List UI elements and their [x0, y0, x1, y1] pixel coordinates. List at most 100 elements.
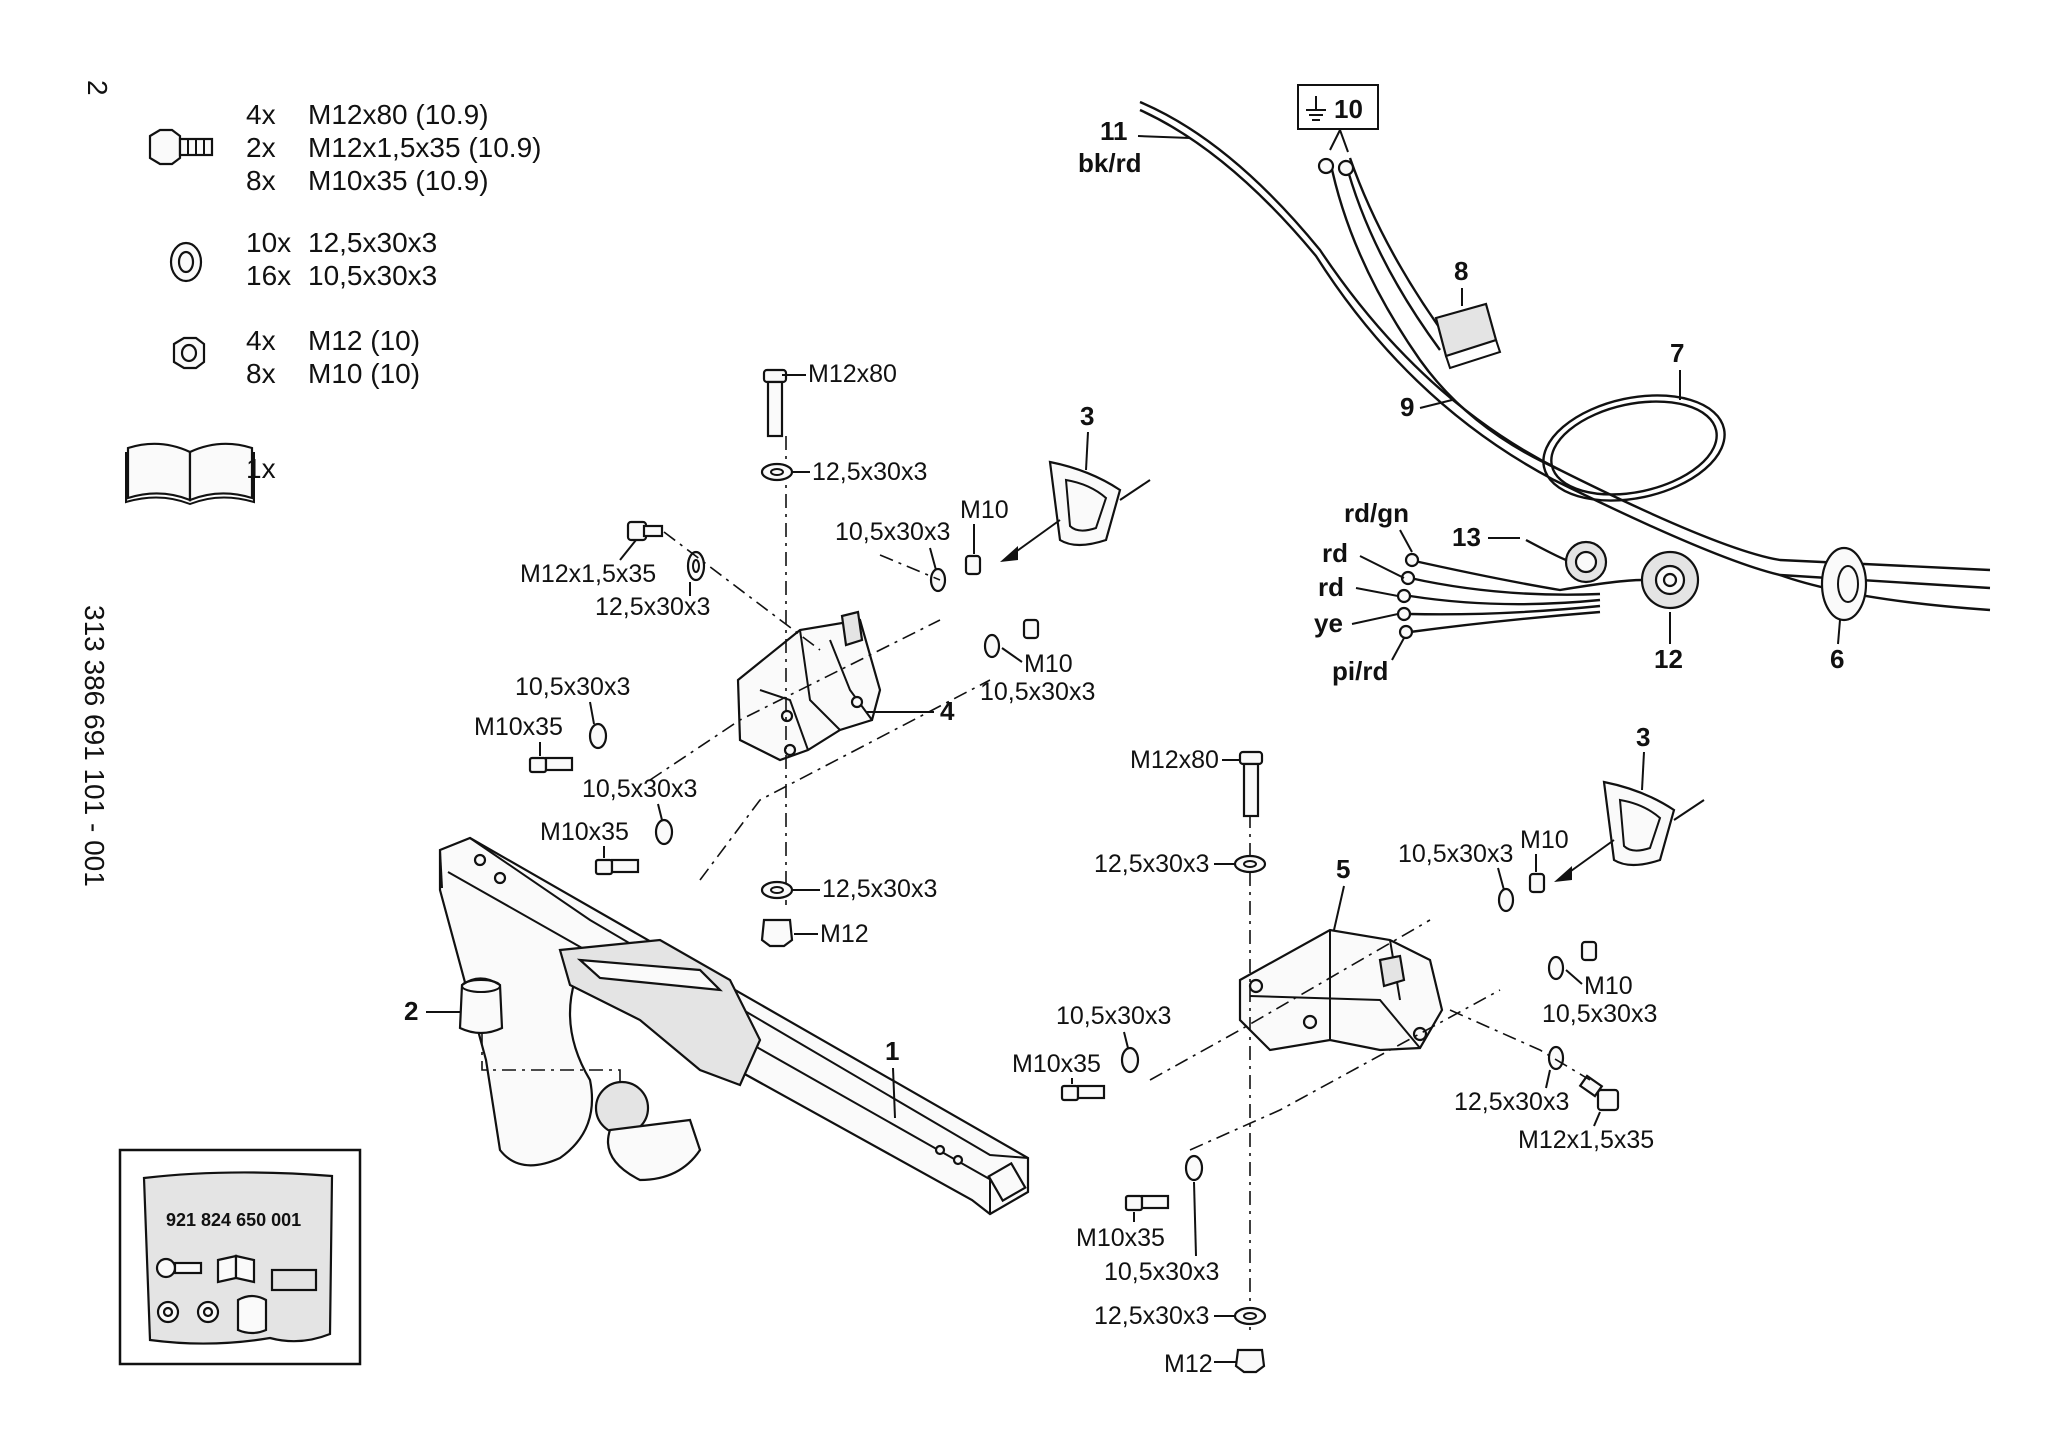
parts-bag-bolt-icon: [155, 1257, 203, 1279]
kit-nut-spec-2: M10 (10): [308, 358, 420, 389]
left-bolt-m12x80: [762, 368, 788, 438]
callout-3-right: 3: [1636, 722, 1650, 752]
right-bolt-m12x15x35: [1578, 1074, 1620, 1112]
kit-bolt-qty-2: 2x: [246, 132, 276, 163]
callout-5: 5: [1336, 854, 1350, 884]
page-number: 2: [82, 80, 113, 96]
callout-13: 13: [1452, 522, 1481, 552]
ground-icon: [1306, 96, 1326, 121]
wire-color-pird: pi/rd: [1332, 656, 1388, 686]
left-label-washer-bottom: 12,5x30x3: [822, 875, 937, 903]
tow-ball-cap: [458, 977, 504, 1035]
left-label-washer-r1: 10,5x30x3: [835, 518, 950, 546]
parts-bag-sticker-icon: [270, 1268, 318, 1292]
left-washer-bottom: [760, 880, 794, 900]
left-washer-top: [760, 462, 794, 482]
kit-bolt-spec-1: M12x80 (10.9): [308, 99, 489, 130]
right-label-washer-l2: 10,5x30x3: [1104, 1258, 1219, 1286]
kit-bolt-qty-3: 8x: [246, 165, 276, 196]
loose-wire-ends: [1396, 552, 1643, 640]
right-label-washer-bottom: 12,5x30x3: [1094, 1302, 1209, 1330]
callout-2: 2: [404, 996, 418, 1026]
left-label-m10-r2: M10: [1024, 650, 1073, 678]
kit-nut-qty-1: 4x: [246, 325, 276, 356]
left-washer-side: [686, 550, 706, 582]
left-label-washer-r2: 10,5x30x3: [980, 678, 1095, 706]
callout-1: 1: [885, 1036, 899, 1066]
callout-12: 12: [1654, 644, 1683, 674]
right-nut-r2: [1580, 940, 1598, 962]
left-washer-l2: [654, 818, 674, 846]
kit-bolt-qty-1: 4x: [246, 99, 276, 130]
wire-color-rd-2: rd: [1318, 572, 1344, 602]
right-label-m10x35-2: M10x35: [1076, 1224, 1165, 1252]
document-number: 313 386 691 101 - 001: [79, 605, 110, 887]
callout-6: 6: [1830, 644, 1844, 674]
callout-11: 11: [1100, 116, 1128, 146]
left-bolt-m10x35-1: [528, 756, 574, 774]
right-label-m12x80: M12x80: [1130, 746, 1219, 774]
callout-7: 7: [1670, 338, 1684, 368]
callout-4: 4: [940, 696, 955, 726]
multi-pin-connector: [1434, 302, 1502, 370]
left-label-m10x35-2: M10x35: [540, 818, 629, 846]
left-label-m12x80: M12x80: [808, 360, 897, 388]
kit-manual-book-icon: [125, 442, 255, 506]
right-label-m10x35-1: M10x35: [1012, 1050, 1101, 1078]
cable-gasket-top: [1000, 460, 1151, 562]
kit-washer-spec-1: 12,5x30x3: [308, 227, 437, 258]
right-washer-r1: [1497, 887, 1515, 913]
left-washer-r2: [983, 633, 1001, 659]
right-label-m10-r1: M10: [1520, 826, 1569, 854]
kit-washer-icon: [169, 241, 203, 283]
parts-bag-cap-icon: [236, 1294, 268, 1335]
left-label-washer-top: 12,5x30x3: [812, 458, 927, 486]
wire-color-bkrd: bk/rd: [1078, 148, 1142, 178]
left-label-washer-side: 12,5x30x3: [595, 593, 710, 621]
kit-bolt-icon: [148, 128, 214, 166]
right-label-m10-r2: M10: [1584, 972, 1633, 1000]
right-label-washer-r3: 12,5x30x3: [1454, 1088, 1569, 1116]
wiring-harness: [1139, 100, 1991, 612]
kit-nut-qty-2: 8x: [246, 358, 276, 389]
right-washer-l1: [1120, 1046, 1140, 1074]
right-bolt-m12x80: [1238, 750, 1264, 818]
right-bolt-m10x35-2: [1124, 1194, 1170, 1212]
right-bolt-m10x35-1: [1060, 1084, 1106, 1102]
kit-manual-qty: 1x: [246, 453, 276, 484]
ground-box: [1297, 84, 1379, 130]
right-label-m12: M12: [1164, 1350, 1213, 1378]
cable-coil-12: [1640, 550, 1700, 610]
callout-8: 8: [1454, 256, 1468, 286]
right-label-washer-r2: 10,5x30x3: [1542, 1000, 1657, 1028]
kit-bolt-spec-2: M12x1,5x35 (10.9): [308, 132, 541, 163]
left-label-m12: M12: [820, 920, 869, 948]
right-washer-r3: [1547, 1045, 1565, 1071]
cable-grommet: [1820, 546, 1868, 622]
callout-10: 10: [1334, 94, 1363, 124]
left-nut-r1: [964, 554, 982, 576]
parts-bag-book-icon: [216, 1254, 256, 1284]
right-label-washer-r1: 10,5x30x3: [1398, 840, 1513, 868]
left-washer-l1: [588, 722, 608, 750]
cable-coil-13: [1525, 538, 1608, 584]
right-washer-r2: [1547, 955, 1565, 981]
right-label-washer-top: 12,5x30x3: [1094, 850, 1209, 878]
cable-coil-7: [1542, 394, 1726, 502]
right-mounting-bracket: [1238, 928, 1444, 1052]
right-washer-bottom: [1233, 1306, 1267, 1326]
parts-bag-nut-icon: [156, 1300, 180, 1324]
right-nut-r1: [1528, 872, 1546, 894]
kit-bolt-spec-3: M10x35 (10.9): [308, 165, 489, 196]
left-label-m10x35-1: M10x35: [474, 713, 563, 741]
right-washer-top: [1233, 854, 1267, 874]
ground-ring-terminals: [1317, 157, 1355, 177]
tow-bar-crossmember: [438, 836, 1030, 1216]
left-label-washer-l2: 10,5x30x3: [582, 775, 697, 803]
right-washer-l2: [1184, 1154, 1204, 1182]
right-nut-m12: [1234, 1348, 1266, 1374]
wire-color-ye: ye: [1314, 608, 1343, 638]
callout-9: 9: [1400, 392, 1414, 422]
left-nut-r2: [1022, 618, 1040, 640]
